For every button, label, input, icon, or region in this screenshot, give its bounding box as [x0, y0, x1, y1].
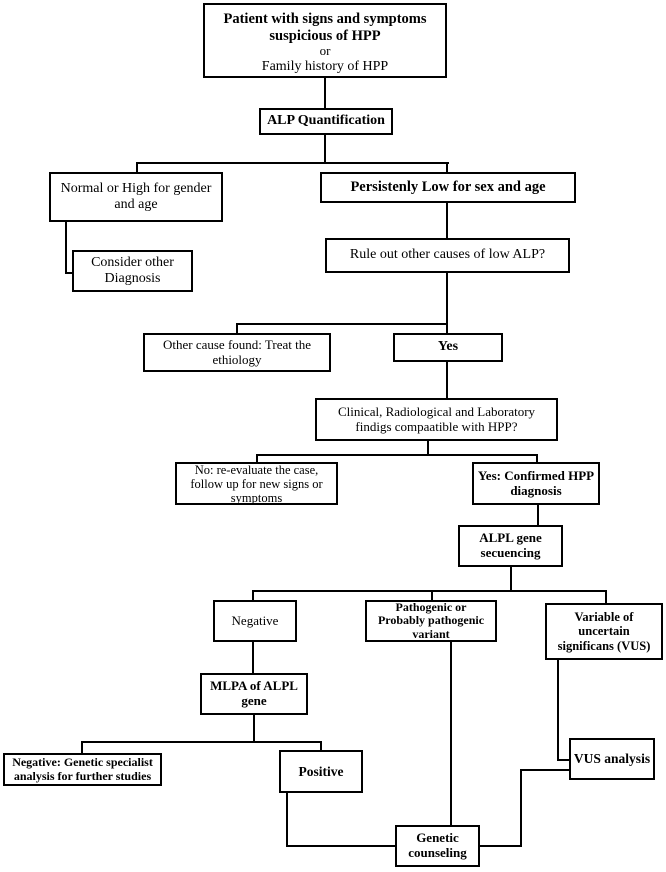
node-no-reevaluate-label: No: re-evaluate the case, follow up for …: [190, 462, 323, 505]
connector: [256, 454, 538, 456]
node-positive-label: Positive: [298, 763, 344, 779]
connector: [450, 640, 452, 825]
connector: [252, 590, 254, 600]
node-mlpa: MLPA of ALPL gene: [200, 673, 308, 715]
node-vus-analysis: VUS analysis: [569, 738, 655, 780]
connector: [236, 323, 238, 333]
node-negative-genetic-specialist: Negative: Genetic specialist analysis fo…: [3, 753, 162, 786]
connector: [256, 454, 258, 462]
node-rule-out-low-alp-label: Rule out other causes of low ALP?: [349, 247, 546, 263]
node-no-reevaluate: No: re-evaluate the case, follow up for …: [175, 462, 338, 505]
node-rule-out-low-alp: Rule out other causes of low ALP?: [325, 238, 570, 273]
connector: [324, 77, 326, 108]
connector: [65, 220, 67, 274]
node-normal-or-high: Normal or High for gender and age: [49, 172, 223, 222]
node-positive: Positive: [279, 750, 363, 793]
connector: [537, 503, 539, 525]
node-other-cause-found-label: Other cause found: Treat the ethiology: [162, 336, 312, 367]
node-confirmed-hpp: Yes: Confirmed HPP diagnosis: [472, 462, 600, 505]
connector: [478, 845, 522, 847]
connector: [446, 162, 448, 172]
node-patient-family-history: Family history of HPP: [261, 59, 389, 75]
connector: [557, 658, 559, 761]
node-negative-label: Negative: [231, 612, 279, 628]
node-consider-other-diagnosis: Consider other Diagnosis: [72, 250, 193, 292]
connector: [320, 741, 322, 750]
connector: [510, 565, 512, 592]
node-negative-genetic-specialist-label: Negative: Genetic specialist analysis fo…: [12, 755, 153, 783]
node-patient-or: or: [319, 43, 331, 59]
connector: [65, 272, 74, 274]
node-persistently-low: Persistenly Low for sex and age: [320, 172, 576, 203]
node-yes: Yes: [393, 333, 503, 362]
node-pathogenic-variant: Pathogenic or Probably pathogenic varian…: [365, 600, 497, 642]
connector: [520, 769, 570, 771]
node-genetic-counseling-label: Genetic counseling: [408, 830, 467, 860]
node-alpl-gene-sequencing-label: ALPL gene secuencing: [479, 530, 542, 560]
node-yes-label: Yes: [437, 339, 459, 355]
connector: [236, 323, 448, 325]
node-persistently-low-label: Persistenly Low for sex and age: [350, 179, 546, 196]
node-vus-analysis-label: VUS analysis: [573, 751, 651, 767]
connector: [81, 741, 322, 743]
node-other-cause-found: Other cause found: Treat the ethiology: [143, 333, 331, 372]
connector: [253, 713, 255, 743]
connector: [252, 590, 607, 592]
connector: [431, 590, 433, 600]
node-clinical-findings: Clinical, Radiological and Laboratory fi…: [315, 398, 558, 441]
node-genetic-counseling: Genetic counseling: [395, 825, 480, 867]
node-alp-quantification-label: ALP Quantification: [267, 113, 385, 129]
connector: [446, 201, 448, 238]
node-consider-other-diagnosis-label: Consider other Diagnosis: [91, 254, 174, 286]
connector: [520, 769, 522, 847]
connector: [81, 741, 83, 753]
node-alp-quantification: ALP Quantification: [259, 108, 393, 135]
node-vus-label: Variable of uncertain significans (VUS): [557, 609, 651, 653]
node-patient-title: Patient with signs and symptoms suspicio…: [223, 11, 427, 44]
node-confirmed-hpp-label: Yes: Confirmed HPP diagnosis: [477, 467, 595, 498]
connector: [446, 271, 448, 333]
connector: [427, 439, 429, 456]
connector: [286, 791, 288, 847]
connector: [446, 360, 448, 398]
node-mlpa-label: MLPA of ALPL gene: [210, 678, 298, 708]
node-patient-suspicion: Patient with signs and symptoms suspicio…: [203, 3, 447, 78]
connector: [252, 640, 254, 673]
node-negative: Negative: [213, 600, 297, 642]
node-pathogenic-variant-label: Pathogenic or Probably pathogenic varian…: [377, 599, 485, 641]
connector: [286, 845, 396, 847]
node-vus: Variable of uncertain significans (VUS): [545, 603, 663, 660]
node-clinical-findings-label: Clinical, Radiological and Laboratory fi…: [337, 403, 536, 434]
connector: [536, 454, 538, 462]
connector: [136, 162, 138, 172]
connector: [605, 590, 607, 603]
connector: [136, 162, 449, 164]
connector: [557, 759, 570, 761]
node-alpl-gene-sequencing: ALPL gene secuencing: [458, 525, 563, 567]
node-normal-or-high-label: Normal or High for gender and age: [60, 180, 212, 212]
connector: [324, 133, 326, 162]
